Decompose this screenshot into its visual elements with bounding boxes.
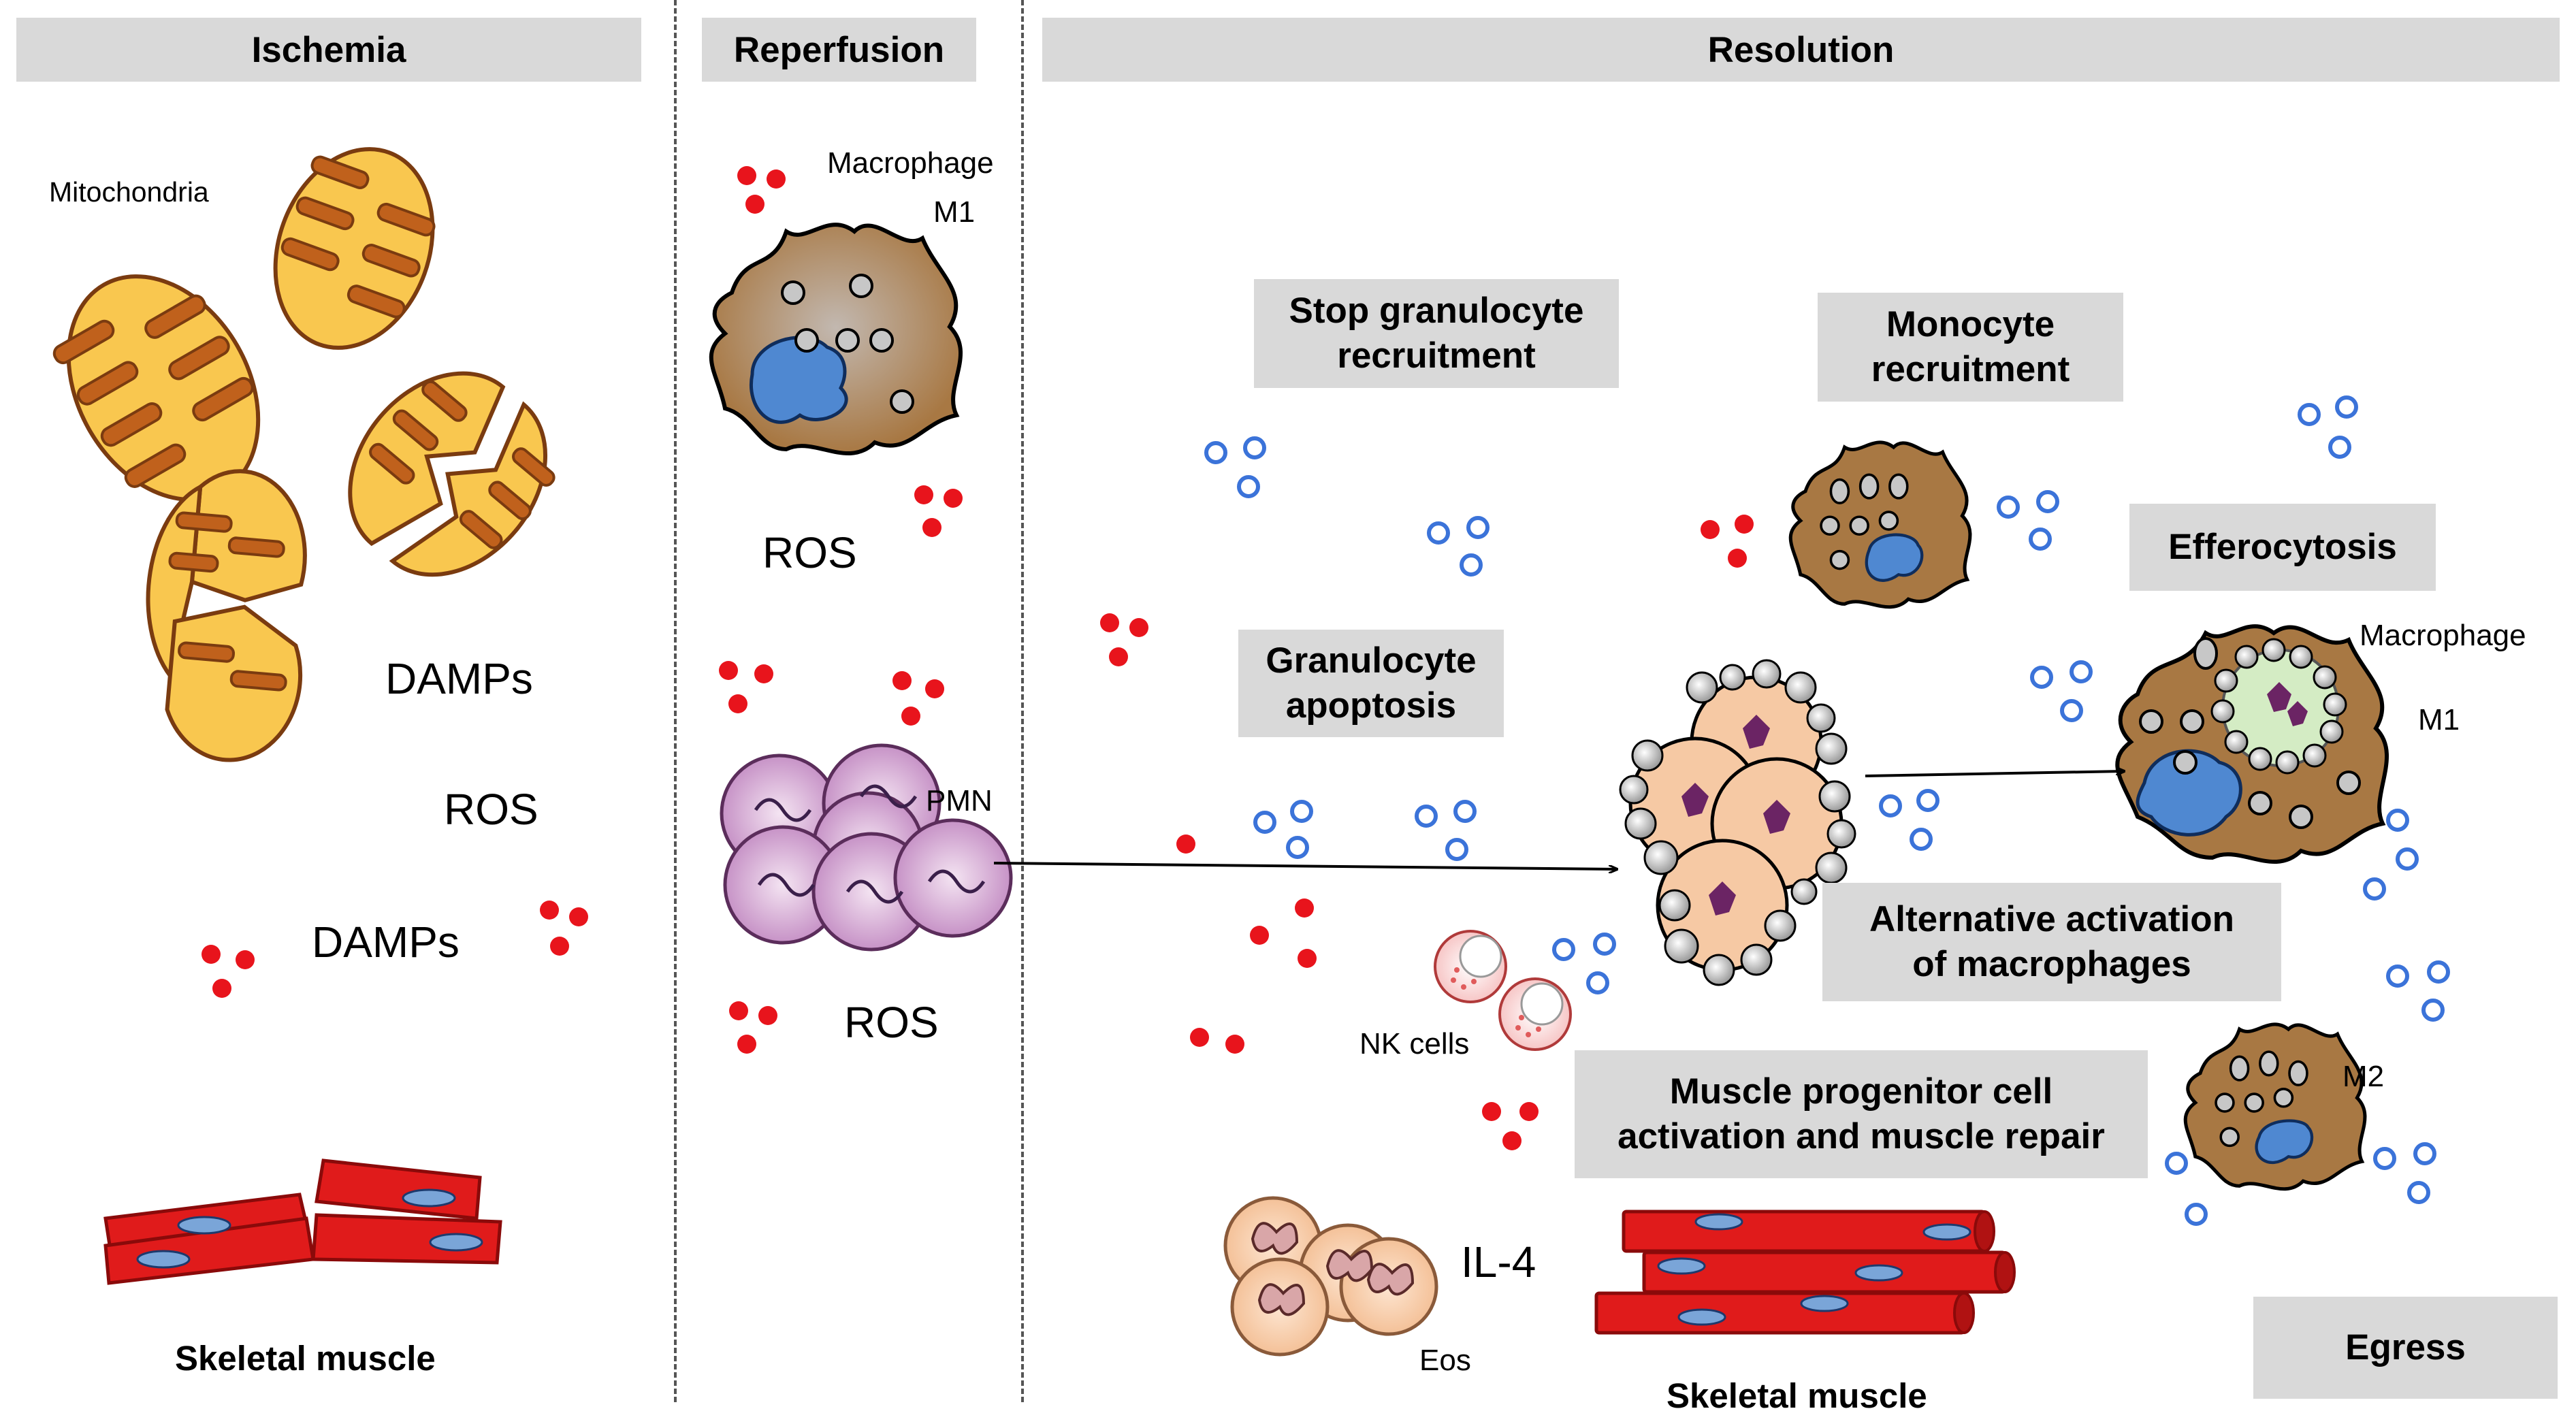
arrow-icon <box>993 771 2124 869</box>
monocyte-recruitment-box: Monocyte recruitment <box>1818 293 2123 402</box>
efferocytosis-box: Efferocytosis <box>2129 504 2436 591</box>
egress-label: Egress <box>2345 1327 2466 1367</box>
il4-label: IL-4 <box>1461 1237 1536 1286</box>
header-reperfusion: Reperfusion <box>702 18 976 82</box>
neutrophil-icon <box>720 743 1013 952</box>
header-ischemia: Ischemia <box>16 18 641 82</box>
header-reperfusion-label: Reperfusion <box>733 29 945 70</box>
ros-label: ROS <box>762 528 857 577</box>
stop-granulocyte-label: Stop granulocyte recruitment <box>1289 290 1584 376</box>
eosinophil-icon <box>1223 1196 1438 1357</box>
efferocytosis-label: Efferocytosis <box>2168 526 2397 567</box>
macrophage-icon <box>2115 624 2389 864</box>
muscle-progenitor-box: Muscle progenitor cell activation and mu… <box>1575 1050 2148 1178</box>
eos-label: Eos <box>1419 1344 1471 1377</box>
m1-label: M1 <box>2418 703 2460 736</box>
macrophage-label: Macrophage <box>827 146 994 180</box>
macrophage-icon <box>709 223 963 455</box>
pmn-label: PMN <box>926 784 993 817</box>
header-ischemia-label: Ischemia <box>251 29 406 70</box>
ros-dot-icon <box>202 166 1754 1150</box>
skeletal-muscle-label: Skeletal muscle <box>175 1339 436 1378</box>
damps-label: DAMPs <box>385 654 533 703</box>
muscle-fiber-icon <box>1594 1210 2016 1335</box>
mitochondrion-icon <box>273 147 436 350</box>
alternative-activation-label: Alternative activation of macrophages <box>1869 898 2235 984</box>
m1-label: M1 <box>933 195 976 229</box>
divider-ischemia-reperfusion <box>674 0 677 1402</box>
monocyte-recruitment-label: Monocyte recruitment <box>1871 304 2070 389</box>
damps-label: DAMPs <box>312 918 460 967</box>
nk-cells-label: NK cells <box>1359 1027 1470 1060</box>
muscle-progenitor-label: Muscle progenitor cell activation and mu… <box>1617 1071 2105 1156</box>
macrophage-label: Macrophage <box>2360 619 2526 652</box>
egress-box: Egress <box>2253 1297 2558 1399</box>
alternative-activation-box: Alternative activation of macrophages <box>1822 883 2281 1001</box>
mitochondrion-icon <box>348 371 556 577</box>
granulocyte-apoptosis-label: Granulocyte apoptosis <box>1266 640 1477 726</box>
cytokine-ring-icon <box>1204 395 2450 1226</box>
apoptotic-cell-icon <box>1619 659 1856 986</box>
divider-reperfusion-resolution <box>1021 0 1024 1402</box>
macrophage-icon <box>2183 1022 2367 1191</box>
nk-cell-icon <box>1434 930 1572 1051</box>
mitochondria-label: Mitochondria <box>49 176 209 208</box>
mitochondrion-icon <box>146 469 307 762</box>
m2-label: M2 <box>2342 1060 2385 1093</box>
mitochondrion-icon <box>52 274 261 502</box>
granulocyte-apoptosis-box: Granulocyte apoptosis <box>1238 630 1504 737</box>
macrophage-icon <box>1788 440 1972 609</box>
header-resolution-label: Resolution <box>1707 29 1895 70</box>
ros-label: ROS <box>444 785 538 834</box>
skeletal-muscle-label: Skeletal muscle <box>1667 1376 1927 1415</box>
muscle-fiber-icon <box>103 1158 502 1285</box>
stop-granulocyte-box: Stop granulocyte recruitment <box>1254 279 1619 388</box>
ros-label: ROS <box>844 998 939 1047</box>
header-resolution: Resolution <box>1042 18 2560 82</box>
